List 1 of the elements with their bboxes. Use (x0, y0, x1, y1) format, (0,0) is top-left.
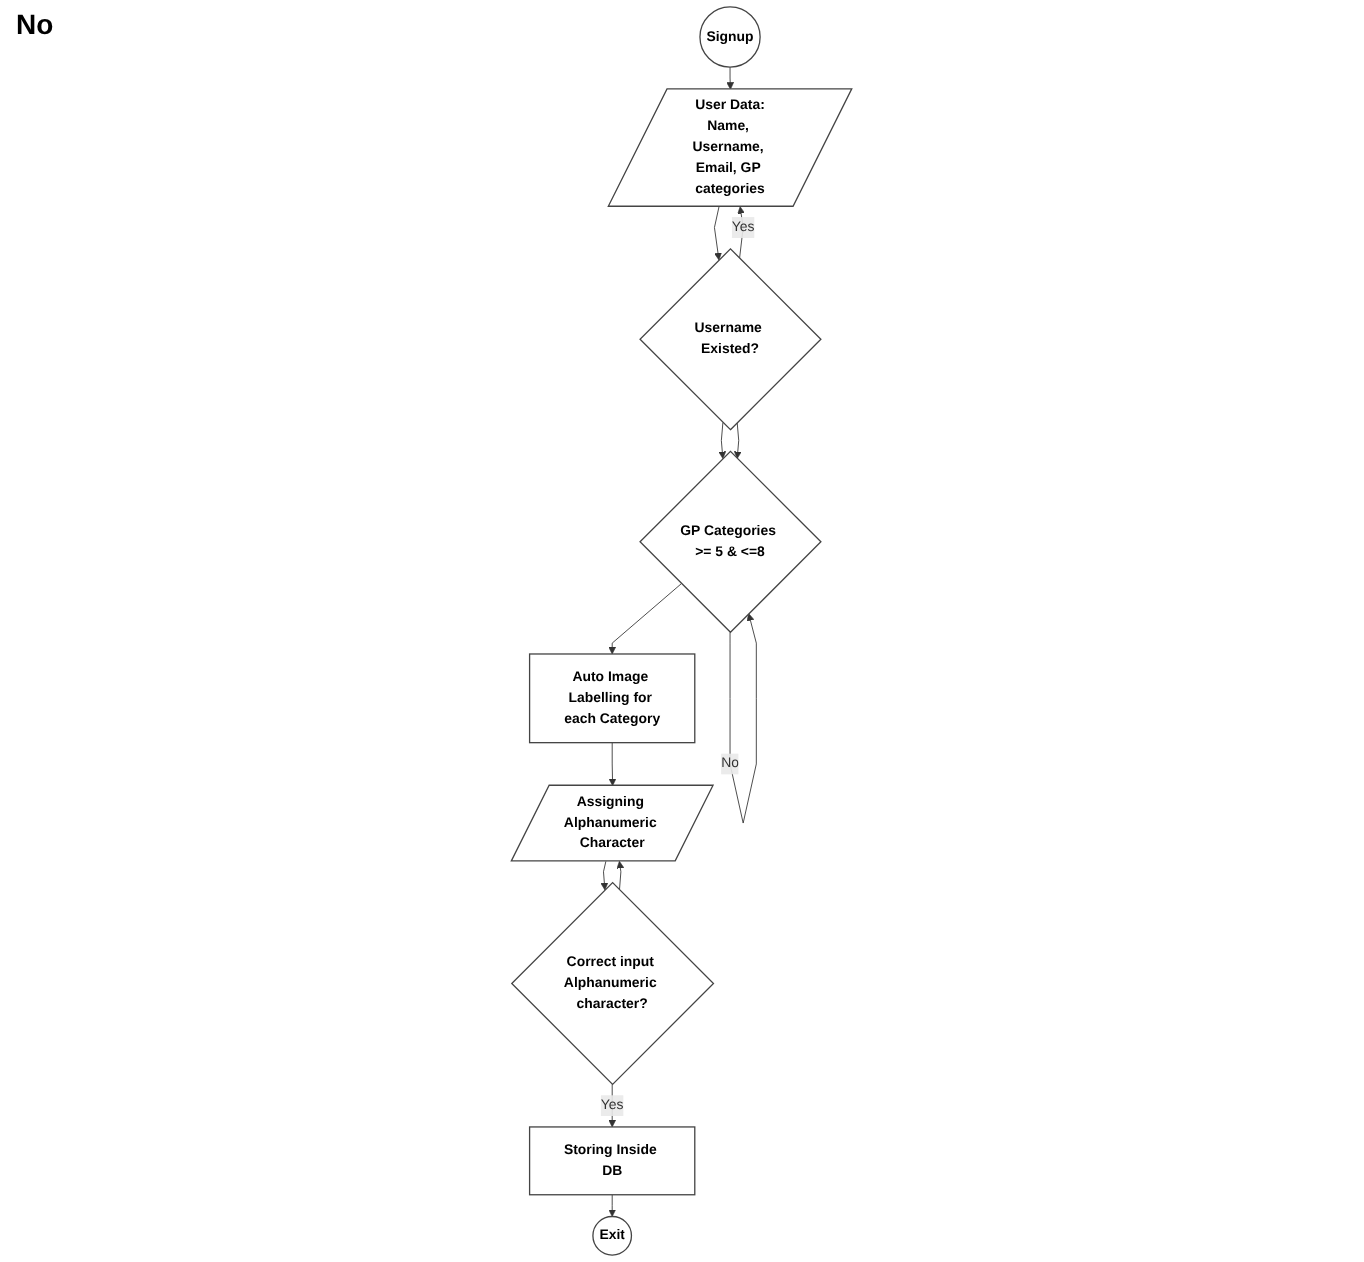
note-label: No (16, 8, 54, 40)
